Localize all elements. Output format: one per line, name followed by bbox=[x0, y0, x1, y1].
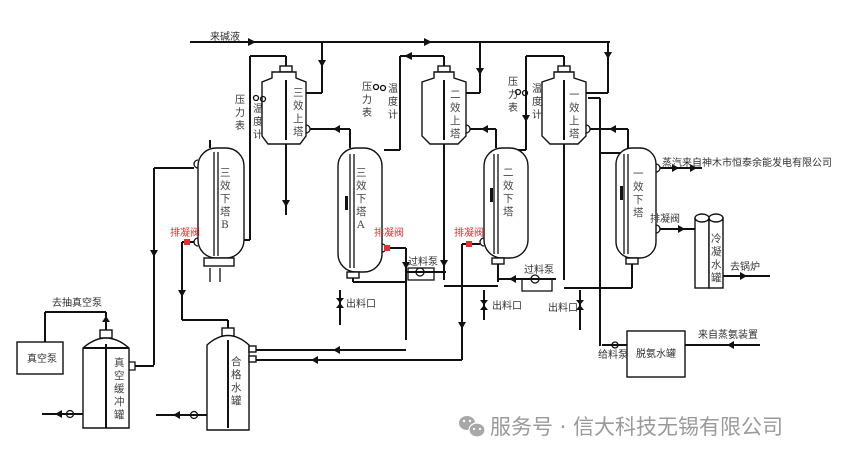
to-boiler-label: 去锅炉 bbox=[730, 261, 760, 273]
qualified-tank-label: 合格水罐 bbox=[231, 355, 242, 407]
alkali-in-label: 来碱液 bbox=[210, 30, 240, 43]
upper-tower-2 bbox=[421, 65, 497, 280]
upper-2-label: 二效上塔 bbox=[450, 89, 461, 140]
lower-tower-1 bbox=[615, 147, 702, 265]
vacuum-buffer-label: 真空缓冲罐 bbox=[114, 356, 125, 421]
outlet-label-1: 出料口 bbox=[346, 297, 376, 310]
vacuum-pump bbox=[16, 311, 110, 375]
upper-1-label: 一效上塔 bbox=[569, 89, 580, 140]
temp-gauge-label-3: 温度计 bbox=[532, 83, 542, 121]
drain-valve-label-2: 排凝阀 bbox=[374, 226, 404, 239]
steam-source-label: 蒸汽来自神木市恒泰余能发电有限公司 bbox=[662, 156, 832, 169]
pressure-temp-gauges bbox=[252, 83, 529, 103]
drain-valve-label-4: 排凝阀 bbox=[650, 212, 680, 225]
watermark: 服务号 · 信大科技无锡有限公司 bbox=[459, 415, 783, 439]
drain-valve-label-3: 排凝阀 bbox=[454, 226, 484, 239]
condensate-tank-label: 冷凝水罐 bbox=[711, 232, 722, 284]
watermark-text: 服务号 · 信大科技无锡有限公司 bbox=[490, 415, 783, 439]
pressure-gauge-label-1: 压力表 bbox=[235, 94, 245, 132]
temp-gauge-label-2: 温度计 bbox=[388, 83, 398, 121]
qualified-water-tank bbox=[156, 327, 257, 431]
outlet-label-2: 出料口 bbox=[492, 299, 522, 312]
lower-2-label: 二效下塔 bbox=[503, 167, 514, 218]
lower-1-label: 一效下塔 bbox=[633, 168, 644, 219]
deammonia-tank bbox=[602, 330, 760, 378]
feed-pump-label: 给料泵 bbox=[598, 348, 628, 361]
deammonia-tank-label: 脱氨水罐 bbox=[636, 347, 676, 360]
vacuum-pump-label: 真空泵 bbox=[27, 352, 57, 365]
upper-tower-3: 三效上塔 bbox=[261, 65, 351, 215]
lower-tower-3b bbox=[150, 140, 245, 365]
outlet-label-3: 出料口 bbox=[548, 301, 578, 314]
to-vac-pump-label: 去抽真空泵 bbox=[52, 296, 102, 309]
alkali-feed-line bbox=[190, 38, 612, 94]
pressure-gauge-label-2: 压力表 bbox=[362, 81, 372, 119]
transfer-pump-label-1: 过料泵 bbox=[408, 255, 438, 268]
upper-3-label: 三效上塔 bbox=[293, 87, 304, 138]
condensate-tank bbox=[694, 213, 770, 289]
transfer-lines bbox=[256, 153, 633, 364]
from-ammonia-label: 来自蒸氨装置 bbox=[698, 328, 758, 341]
temp-gauge-label-1: 温度计 bbox=[253, 103, 263, 141]
pressure-gauge-label-3: 压力表 bbox=[508, 76, 518, 114]
wechat-icon bbox=[459, 416, 486, 438]
transfer-pump-label-2: 过料泵 bbox=[524, 263, 554, 276]
vacuum-buffer-tank bbox=[42, 329, 154, 429]
drain-valve-label-1: 排凝阀 bbox=[170, 226, 200, 239]
lower-tower-3a bbox=[337, 147, 410, 340]
lower-tower-2 bbox=[458, 147, 529, 360]
upper-tower-1 bbox=[541, 65, 629, 280]
